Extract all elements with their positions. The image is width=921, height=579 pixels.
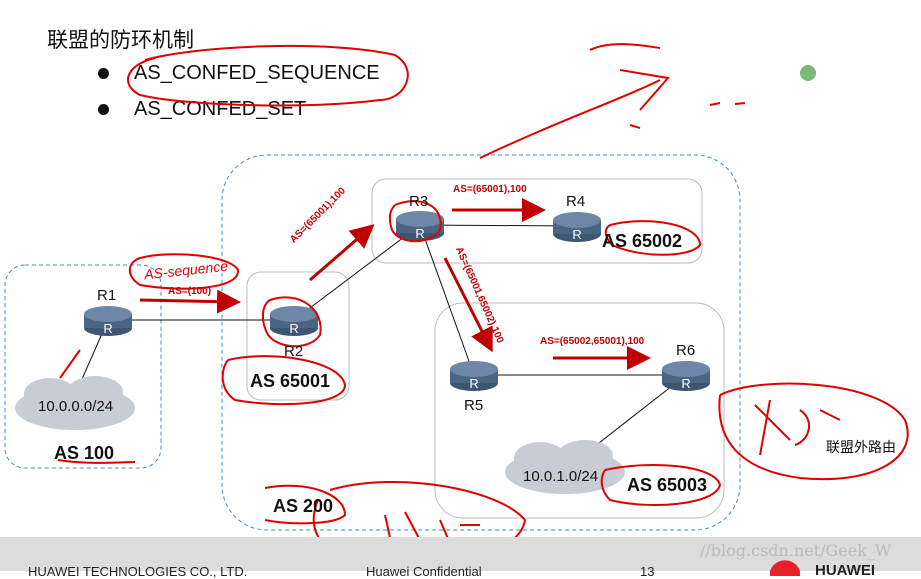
footer-page-number: 13 — [640, 564, 655, 579]
footer-band — [0, 537, 921, 571]
pointer-dot — [800, 65, 816, 81]
router-label: R3 — [409, 193, 429, 210]
bullet-dot — [98, 104, 109, 116]
slide-title: 联盟的防环机制 — [47, 28, 194, 52]
router-label: R4 — [566, 193, 586, 210]
network-label: 10.0.1.0/24 — [523, 468, 599, 485]
outside-route-label: 联盟外路由 — [826, 440, 896, 456]
bullet-text: AS_CONFED_SET — [134, 98, 307, 120]
as-label: AS 65002 — [602, 231, 683, 251]
router-icon — [450, 361, 498, 391]
path-annotation: AS=(100) — [168, 286, 212, 297]
bullet-item: AS_CONFED_SET — [98, 98, 306, 121]
huawei-logo-icon — [770, 552, 800, 576]
as65003-box — [434, 302, 725, 519]
router-icon — [84, 306, 132, 336]
as-label: AS 65003 — [627, 475, 708, 495]
watermark: //blog.csdn.net/Geek_W — [700, 541, 892, 560]
path-annotation: AS=(65002,65001),100 — [540, 336, 645, 347]
router-icon — [662, 361, 710, 391]
as65001-box — [246, 271, 350, 401]
as65002-box — [371, 178, 703, 264]
footer-confidential: Huawei Confidential — [366, 564, 482, 579]
bullet-text: AS_CONFED_SEQUENCE — [134, 62, 380, 84]
router-label: R1 — [97, 287, 117, 304]
as-label: AS 200 — [273, 496, 334, 516]
path-annotation: AS=(65001),100 — [453, 184, 527, 195]
as-label: AS 65001 — [250, 371, 331, 391]
router-icon — [396, 211, 444, 241]
router-icon — [270, 306, 318, 336]
cloud-network-icon — [505, 440, 625, 494]
footer-company: HUAWEI TECHNOLOGIES CO., LTD. — [28, 564, 248, 579]
bullet-dot — [98, 68, 109, 80]
router-label: R6 — [676, 342, 696, 359]
as200-boundary — [221, 154, 741, 531]
as-label: AS 100 — [54, 443, 115, 463]
router-label: R2 — [284, 343, 304, 360]
as100-boundary — [4, 264, 162, 469]
router-label: R5 — [464, 397, 484, 414]
bullet-item: AS_CONFED_SEQUENCE — [98, 62, 380, 85]
network-label: 10.0.0.0/24 — [38, 398, 114, 415]
router-icon — [553, 212, 601, 242]
